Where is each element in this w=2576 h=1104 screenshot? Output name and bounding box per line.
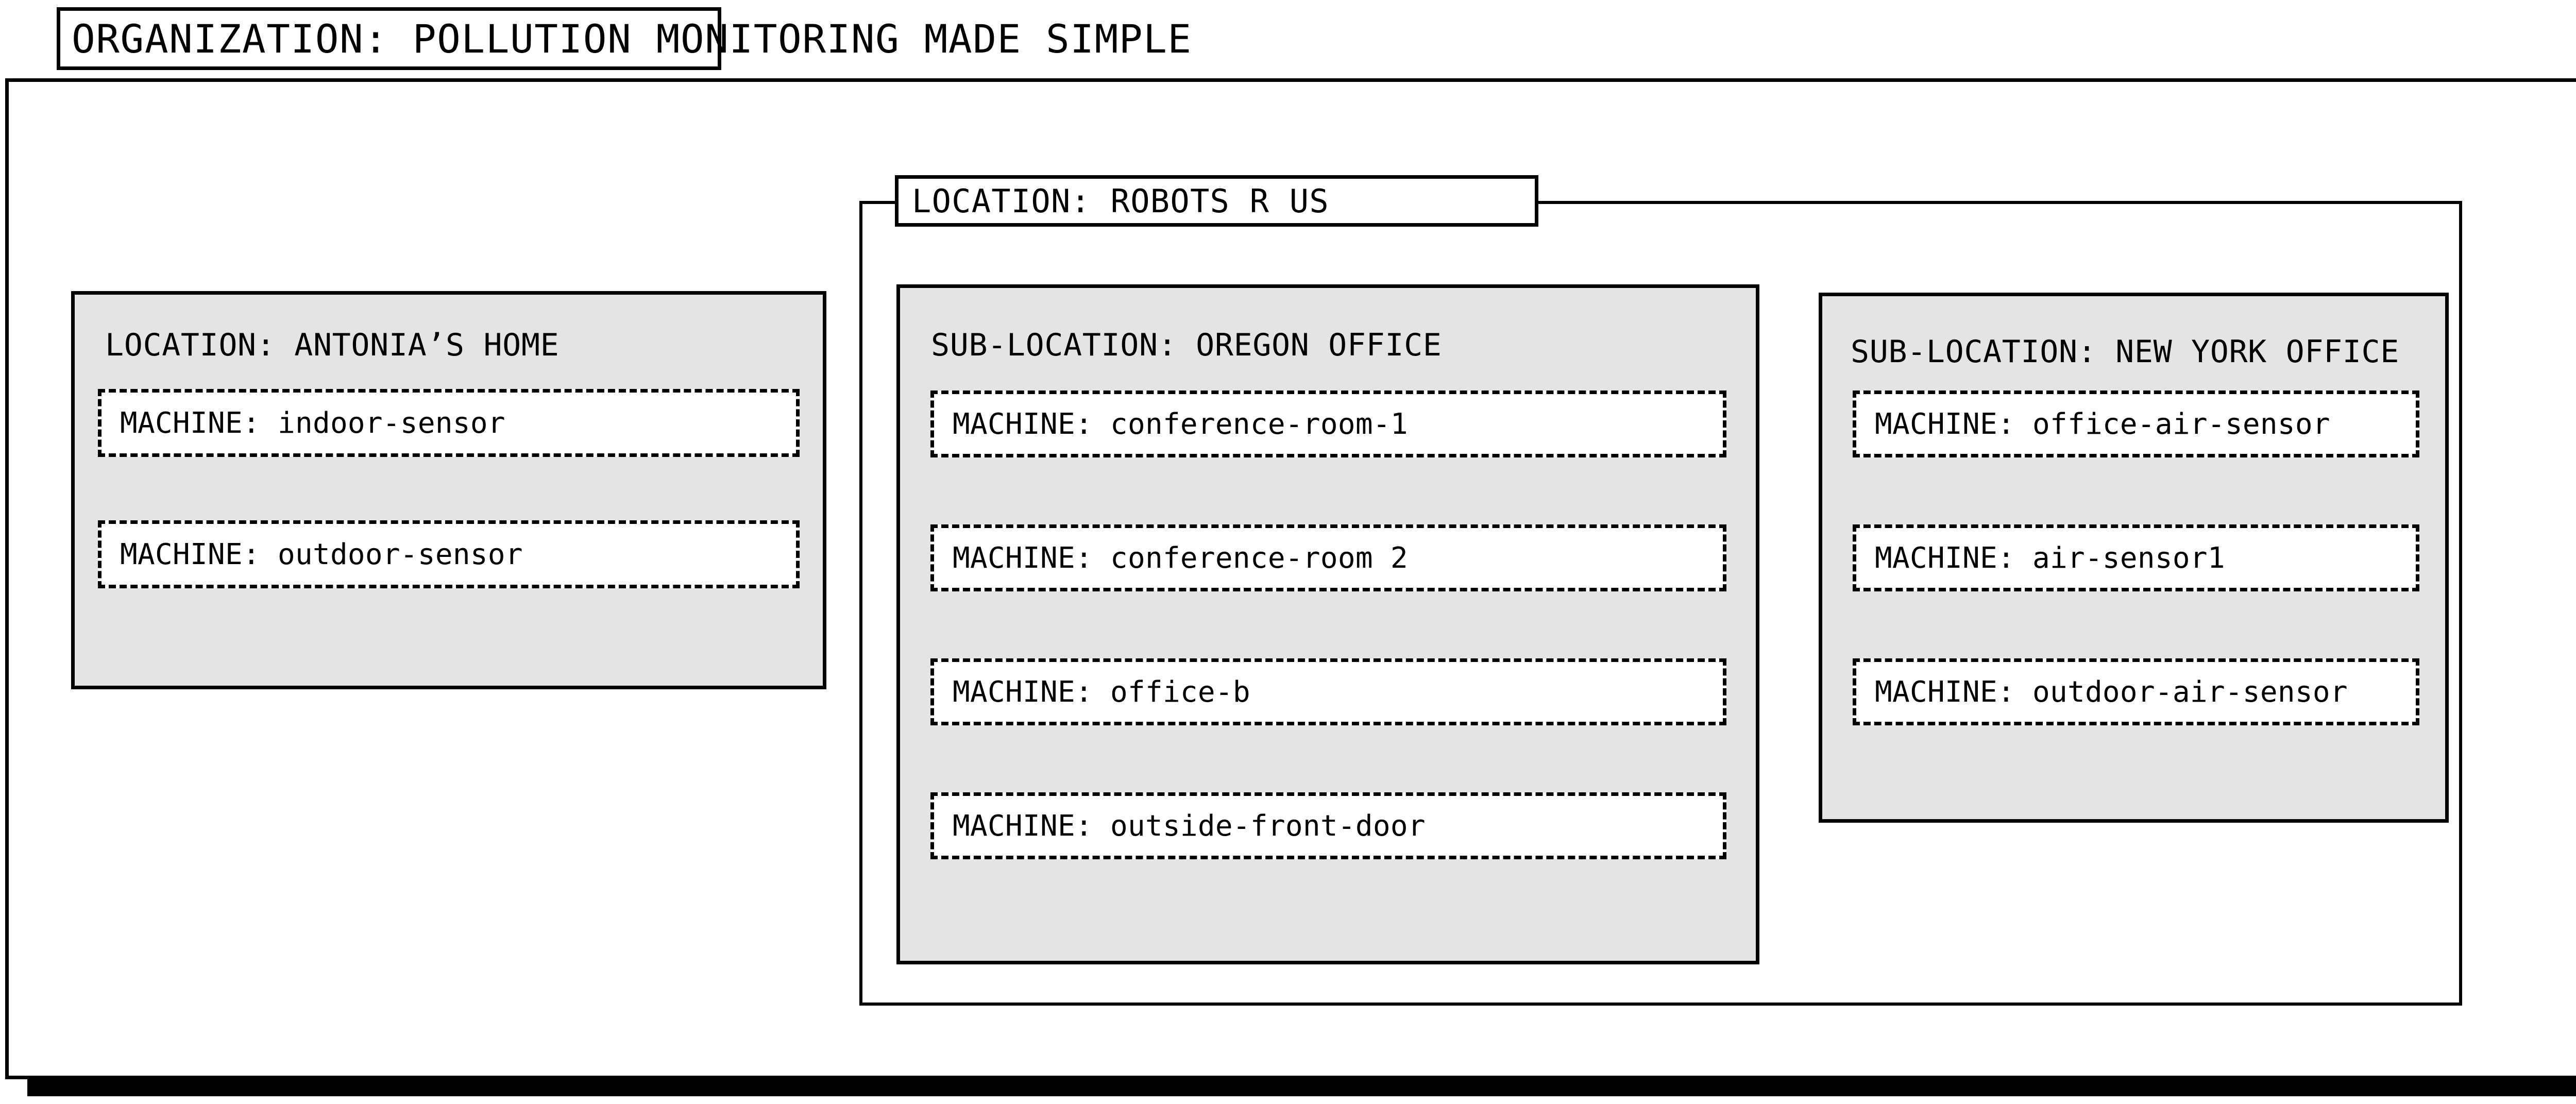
machine-box-air-sensor1[interactable]: MACHINE: air-sensor1 [1853, 524, 2419, 591]
organization-title-box[interactable]: ORGANIZATION: POLLUTION MONITORING MADE … [57, 7, 1191, 70]
machine-label: MACHINE: conference-room-1 [953, 407, 1408, 441]
location-robots-r-us-title-box[interactable]: LOCATION: ROBOTS R US [895, 175, 1538, 227]
machine-label: MACHINE: indoor-sensor [120, 406, 505, 440]
machine-box-office-air-sensor[interactable]: MACHINE: office-air-sensor [1853, 390, 2419, 457]
organization-title: ORGANIZATION: POLLUTION MONITORING MADE … [72, 15, 1192, 62]
location-antonias-home-title: LOCATION: ANTONIA’S HOME [105, 327, 560, 363]
location-robots-r-us-title: LOCATION: ROBOTS R US [912, 182, 1329, 220]
machine-label: MACHINE: air-sensor1 [1875, 541, 2225, 575]
machine-box-outside-front-door[interactable]: MACHINE: outside-front-door [930, 792, 1726, 859]
machine-label: MACHINE: conference-room 2 [953, 541, 1408, 575]
machine-box-outdoor-sensor[interactable]: MACHINE: outdoor-sensor [98, 520, 800, 588]
sub-location-new-york-office-title: SUB-LOCATION: NEW YORK OFFICE [1851, 334, 2399, 370]
machine-label: MACHINE: outside-front-door [953, 809, 1426, 843]
machine-box-outdoor-air-sensor[interactable]: MACHINE: outdoor-air-sensor [1853, 658, 2419, 725]
machine-label: MACHINE: office-air-sensor [1875, 407, 2330, 441]
machine-box-office-b[interactable]: MACHINE: office-b [930, 658, 1726, 725]
machine-box-conference-room-1[interactable]: MACHINE: conference-room-1 [930, 390, 1726, 457]
machine-label: MACHINE: outdoor-air-sensor [1875, 675, 2348, 709]
machine-label: MACHINE: office-b [953, 675, 1250, 709]
machine-label: MACHINE: outdoor-sensor [120, 537, 523, 571]
machine-box-indoor-sensor[interactable]: MACHINE: indoor-sensor [98, 389, 800, 457]
sub-location-oregon-office-title: SUB-LOCATION: OREGON OFFICE [931, 327, 1442, 363]
machine-box-conference-room-2[interactable]: MACHINE: conference-room 2 [930, 524, 1726, 591]
location-antonias-home[interactable] [71, 291, 826, 689]
sub-location-oregon-office[interactable] [896, 284, 1759, 964]
